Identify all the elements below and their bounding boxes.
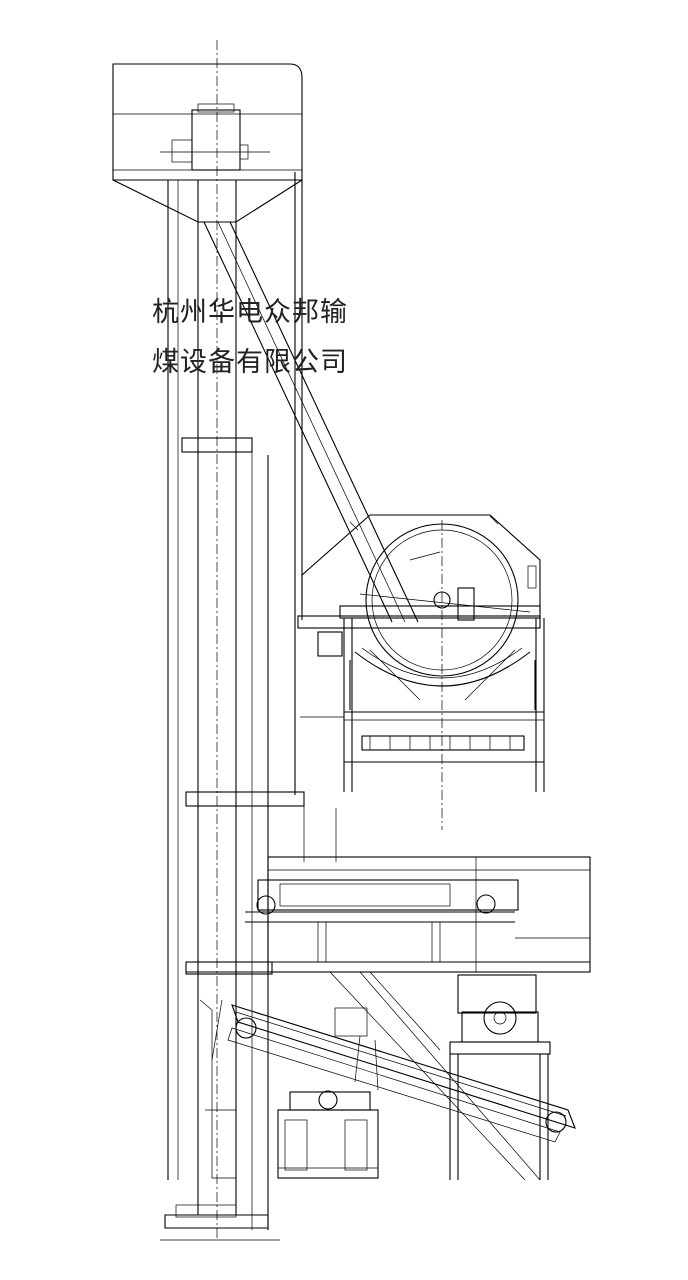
watermark-line-2: 煤设备有限公司: [152, 347, 348, 378]
drum-unit: [297, 514, 545, 830]
lower-motor-unit: [277, 1090, 379, 1179]
inclined-conveyor: [211, 971, 576, 1181]
drive-station: [449, 974, 551, 1180]
support-column: [294, 172, 337, 862]
horizontal-feeder: [186, 856, 591, 973]
bucket-elevator: [112, 40, 305, 1240]
watermark-line-1: 杭州华电众邦输: [152, 297, 348, 328]
inclined-chute: [203, 221, 419, 623]
